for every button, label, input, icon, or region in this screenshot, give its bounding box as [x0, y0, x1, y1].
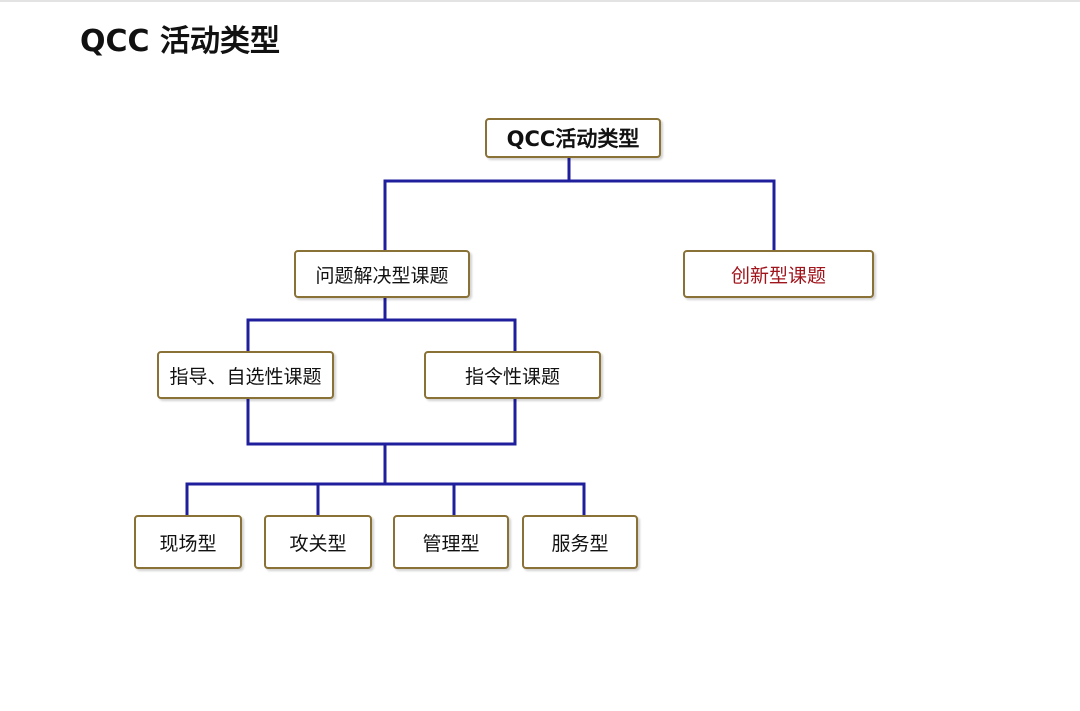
node-problem-solving-topic: 问题解决型课题 [294, 250, 470, 298]
connector-problem-to-level2 [246, 296, 517, 353]
node-onsite-type: 现场型 [134, 515, 242, 569]
top-divider [0, 0, 1080, 2]
node-service-type: 服务型 [522, 515, 638, 569]
node-innovation-topic: 创新型课题 [683, 250, 874, 298]
node-tackling-type: 攻关型 [264, 515, 372, 569]
node-guided-optional-topic: 指导、自选性课题 [157, 351, 334, 399]
node-qcc-activity-types: QCC活动类型 [485, 118, 661, 158]
connector-level2-merge [246, 397, 517, 486]
connector-to-level3 [185, 482, 586, 517]
node-management-type: 管理型 [393, 515, 509, 569]
page-title: QCC 活动类型 [80, 24, 280, 59]
connector-root-to-level1 [383, 156, 776, 252]
node-directive-topic: 指令性课题 [424, 351, 601, 399]
